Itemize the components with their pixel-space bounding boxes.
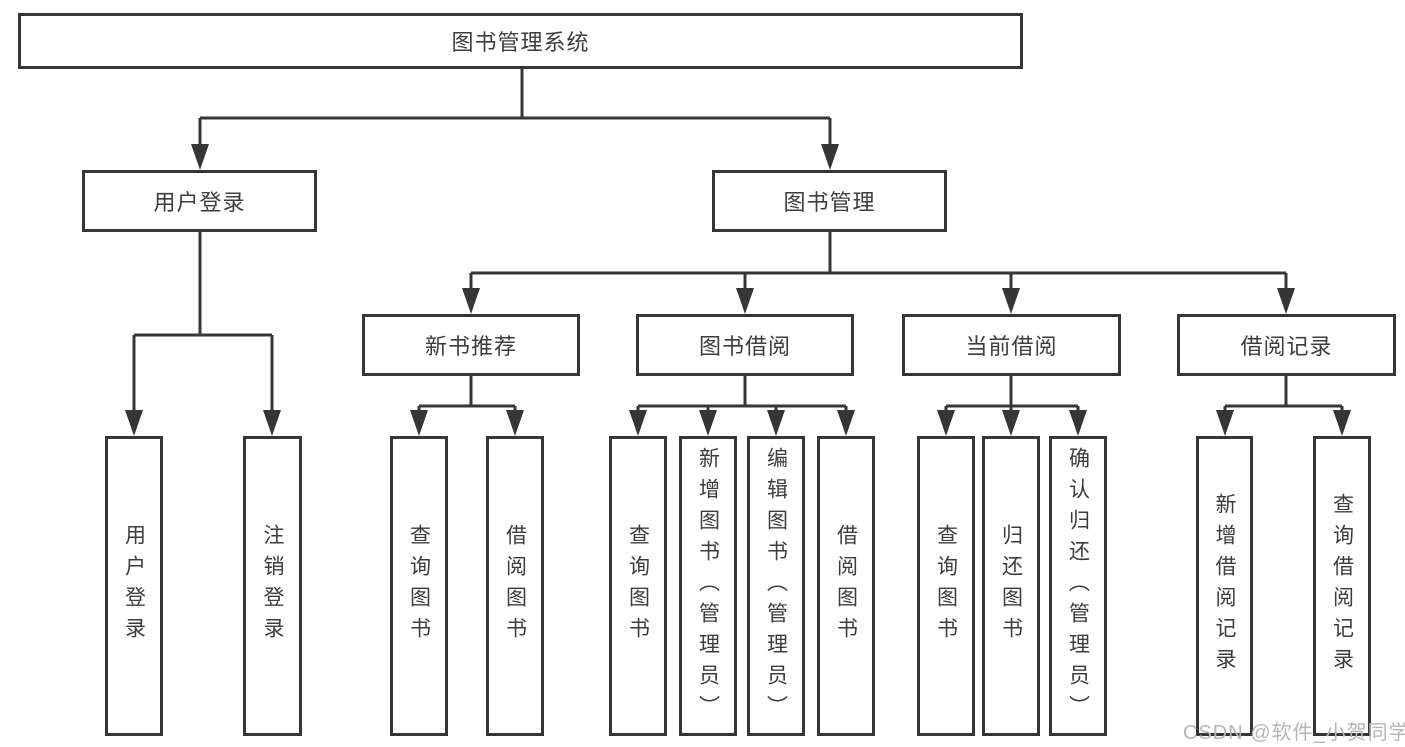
connector-path — [198, 69, 832, 146]
leaf-query-books-rec-label: 查询图书 — [407, 524, 431, 648]
node-root: 图书管理系统 — [18, 13, 1023, 69]
connector-current-borrow-to-leaves — [937, 376, 1087, 436]
leaf-user-login: 用户登录 — [105, 436, 163, 736]
leaf-query-books-borrow-label: 查询图书 — [626, 524, 650, 648]
leaf-query-books-rec: 查询图书 — [390, 436, 448, 736]
node-book-borrow: 图书借阅 — [636, 314, 854, 376]
node-book-borrow-label: 图书借阅 — [698, 334, 791, 359]
connector-path — [636, 376, 848, 412]
node-borrow-records: 借阅记录 — [1177, 314, 1396, 376]
connector-book-borrow-to-leaves — [629, 376, 855, 436]
leaf-borrow-books-borrow-label: 借阅图书 — [834, 524, 858, 648]
leaf-logout-label: 注销登录 — [261, 524, 284, 648]
leaf-add-borrow-record-label: 新增借阅记录 — [1213, 493, 1236, 679]
node-user-login-label: 用户登录 — [153, 190, 246, 215]
connector-borrow-records-to-leaves — [1216, 376, 1351, 436]
connector-path — [469, 232, 1288, 290]
node-borrow-records-label: 借阅记录 — [1240, 334, 1333, 359]
leaf-borrow-books-rec-label: 借阅图书 — [503, 524, 527, 648]
node-book-mgmt-label: 图书管理 — [783, 190, 876, 215]
leaf-query-books-current-label: 查询图书 — [934, 524, 958, 648]
leaf-add-books-admin-label: 新增图书（管理员） — [696, 446, 720, 726]
leaf-edit-books-admin-label: 编辑图书（管理员） — [764, 446, 788, 726]
node-user-login: 用户登录 — [82, 170, 317, 232]
leaf-query-borrow-record-label: 查询借阅记录 — [1330, 493, 1354, 679]
connector-book-mgmt-to-level3 — [462, 232, 1295, 314]
connector-user-login-to-leaves — [125, 232, 281, 436]
node-new-book-rec: 新书推荐 — [362, 314, 580, 376]
leaf-confirm-return-admin-label: 确认归还（管理员） — [1066, 446, 1090, 726]
leaf-edit-books-admin: 编辑图书（管理员） — [747, 436, 805, 736]
watermark: CSDN @软件_小贺同学 — [1183, 722, 1405, 744]
arrow-heads — [462, 288, 1295, 314]
leaf-user-login-label: 用户登录 — [122, 524, 146, 648]
node-current-borrow-label: 当前借阅 — [965, 334, 1058, 359]
leaf-return-books-label: 归还图书 — [999, 524, 1023, 648]
leaf-query-books-current: 查询图书 — [917, 436, 975, 736]
connector-path — [132, 232, 274, 412]
arrow-heads — [410, 410, 524, 436]
node-root-label: 图书管理系统 — [451, 30, 590, 55]
arrow-heads — [125, 410, 281, 436]
connector-path — [417, 376, 517, 412]
leaf-query-books-borrow: 查询图书 — [609, 436, 667, 736]
node-current-borrow: 当前借阅 — [902, 314, 1121, 376]
leaf-return-books: 归还图书 — [982, 436, 1040, 736]
connector-path — [1223, 376, 1344, 412]
connector-new-book-rec-to-leaves — [410, 376, 524, 436]
leaf-borrow-books-borrow: 借阅图书 — [817, 436, 875, 736]
node-book-mgmt: 图书管理 — [712, 170, 947, 232]
connector-path — [944, 376, 1080, 412]
leaf-borrow-books-rec: 借阅图书 — [486, 436, 544, 736]
arrow-heads — [937, 410, 1087, 436]
leaf-add-borrow-record: 新增借阅记录 — [1196, 436, 1253, 736]
leaf-query-borrow-record: 查询借阅记录 — [1313, 436, 1371, 736]
arrow-heads — [191, 144, 839, 170]
node-new-book-rec-label: 新书推荐 — [424, 334, 517, 359]
leaf-confirm-return-admin: 确认归还（管理员） — [1049, 436, 1107, 736]
connector-root-to-level2 — [191, 69, 839, 170]
arrow-heads — [1216, 410, 1351, 436]
leaf-logout: 注销登录 — [243, 436, 302, 736]
arrow-heads — [629, 410, 855, 436]
leaf-add-books-admin: 新增图书（管理员） — [679, 436, 737, 736]
